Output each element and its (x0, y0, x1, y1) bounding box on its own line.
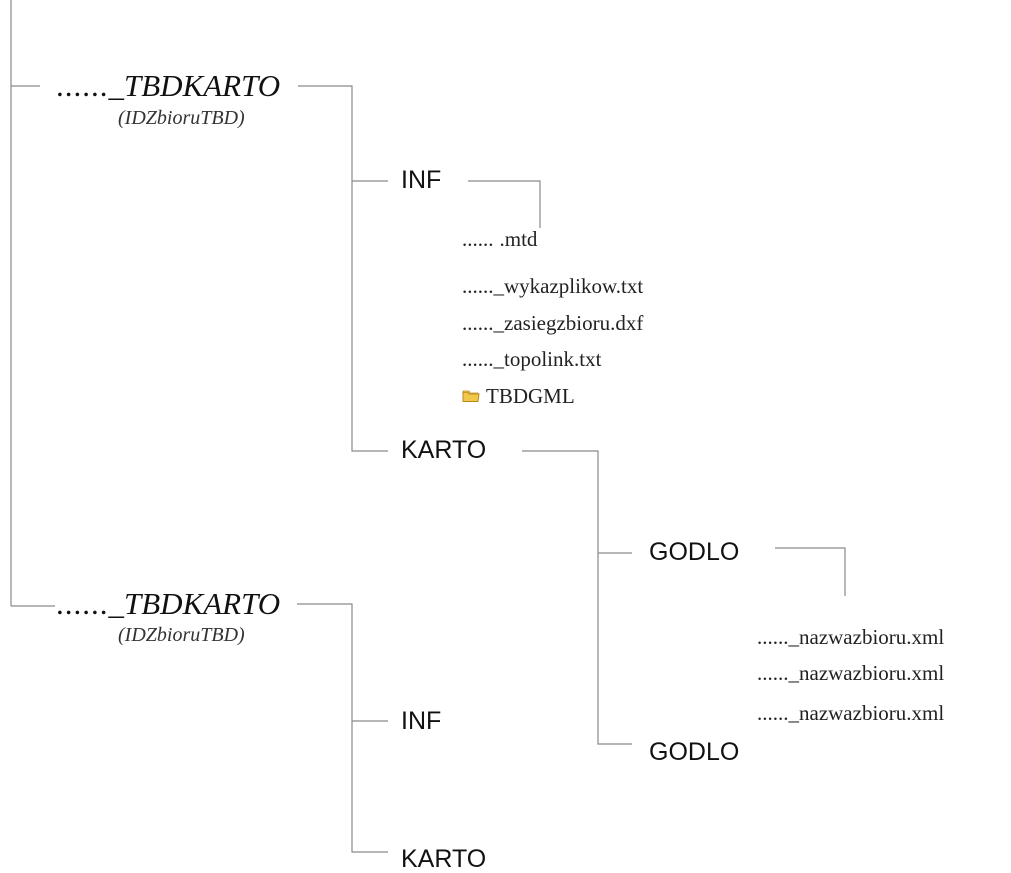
file-prefix: ...... (462, 347, 494, 371)
inf2-folder-label[interactable]: INF (401, 707, 442, 735)
file-name: _topolink.txt (493, 347, 602, 371)
file-name: _nazwazbioru.xml (788, 661, 945, 685)
godlo-file-2[interactable]: ......_nazwazbioru.xml (757, 663, 944, 684)
root1-label: ......_TBDKARTO (56, 70, 280, 101)
connector-root2-children (297, 603, 388, 853)
root2-subtitle: (IDZbioruTBD) (118, 624, 245, 646)
file-name: .mtd (499, 227, 538, 251)
file-prefix: ...... (757, 661, 789, 685)
tbdgml-label: TBDGML (486, 384, 575, 408)
root1-name: _TBDKARTO (108, 68, 281, 103)
file-prefix: ...... (462, 311, 494, 335)
root1-subtitle: (IDZbioruTBD) (118, 107, 245, 129)
inf1-file-zasiegzbioru[interactable]: ......_zasiegzbioru.dxf (462, 313, 643, 334)
root1-prefix: ...... (56, 68, 109, 103)
tbdgml-folder[interactable]: TBDGML (462, 386, 575, 407)
godlo2-folder-label[interactable]: GODLO (649, 738, 740, 766)
inf1-file-wykazplikow[interactable]: ......_wykazplikow.txt (462, 276, 643, 297)
folder-icon (462, 390, 480, 403)
inf1-file-mtd[interactable]: .......mtd (462, 229, 537, 250)
connector-godlo1-files (775, 547, 846, 596)
karto1-folder-label[interactable]: KARTO (401, 436, 487, 464)
connector-karto1-children (522, 450, 632, 745)
inf1-file-topolink[interactable]: ......_topolink.txt (462, 349, 601, 370)
root2-prefix: ...... (56, 586, 109, 621)
file-name: _wykazplikow.txt (493, 274, 644, 298)
godlo-file-1[interactable]: ......_nazwazbioru.xml (757, 627, 944, 648)
karto2-folder-label[interactable]: KARTO (401, 845, 487, 873)
file-name: _zasiegzbioru.dxf (493, 311, 644, 335)
godlo1-folder-label[interactable]: GODLO (649, 538, 740, 566)
file-name: _nazwazbioru.xml (788, 701, 945, 725)
godlo-file-3[interactable]: ......_nazwazbioru.xml (757, 703, 944, 724)
file-prefix: ...... (462, 274, 494, 298)
file-prefix: ...... (462, 227, 494, 251)
file-prefix: ...... (757, 701, 789, 725)
connector-inf1-files (468, 180, 541, 228)
root2-name: _TBDKARTO (108, 586, 281, 621)
file-prefix: ...... (757, 625, 789, 649)
root2-label: ......_TBDKARTO (56, 588, 280, 619)
connector-root1-children (298, 85, 388, 452)
inf1-folder-label[interactable]: INF (401, 166, 442, 194)
file-name: _nazwazbioru.xml (788, 625, 945, 649)
